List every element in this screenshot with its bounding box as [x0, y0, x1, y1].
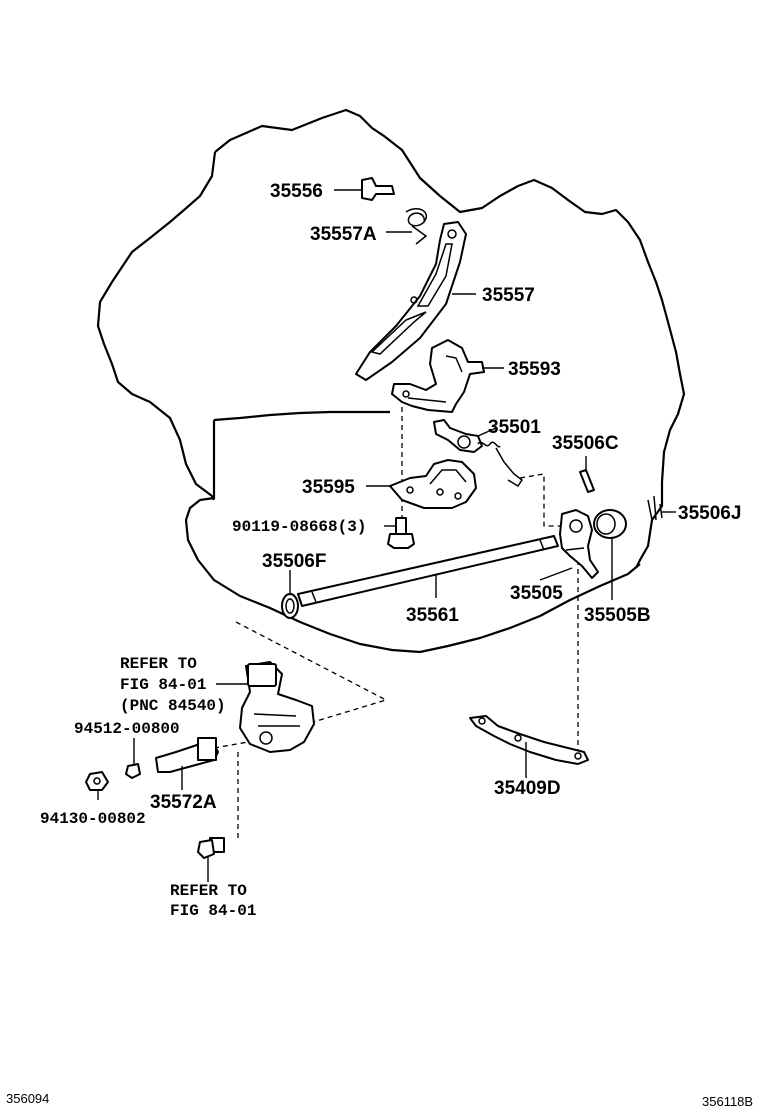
part-94130-nut[interactable]	[85, 771, 109, 791]
transmission-case-outline	[96, 108, 686, 654]
part-35557A-spring[interactable]	[405, 208, 428, 245]
label-35505: 35505	[510, 583, 563, 604]
label-35556: 35556	[270, 181, 323, 202]
label-94130: 94130-00802	[40, 810, 146, 828]
part-35505B-bushing[interactable]	[593, 509, 627, 539]
footer-left-code: 356094	[6, 1091, 49, 1106]
label-35593: 35593	[508, 359, 561, 380]
refer-top-line-3: (PNC 84540)	[120, 697, 226, 715]
label-35506J: 35506J	[678, 503, 741, 524]
refer-bottom-line-1: REFER TO	[170, 882, 247, 900]
label-35595: 35595	[302, 477, 355, 498]
label-35506C: 35506C	[552, 433, 619, 454]
refer-bottom-line-2: FIG 84-01	[170, 902, 256, 920]
refer-top-line-2: FIG 84-01	[120, 676, 206, 694]
label-35557: 35557	[482, 285, 535, 306]
label-35501: 35501	[488, 417, 541, 438]
bottom-bolt[interactable]	[197, 837, 225, 859]
label-35561: 35561	[406, 605, 459, 626]
footer-right-code: 356118B	[702, 1094, 753, 1109]
part-35506C-pin[interactable]	[579, 469, 595, 493]
part-35557-lever[interactable]	[355, 221, 467, 381]
part-35572A-connector[interactable]	[155, 737, 219, 773]
label-90119: 90119-08668(3)	[232, 518, 366, 536]
part-35506F-seal[interactable]	[281, 593, 299, 619]
label-94512: 94512-00800	[74, 720, 180, 738]
leader-lines	[97, 189, 676, 882]
label-35506F: 35506F	[262, 551, 326, 572]
part-35593-bracket[interactable]	[391, 339, 485, 413]
part-35506J-clip[interactable]	[647, 495, 663, 521]
dashed-alignment-lines	[213, 398, 579, 838]
refer-top-line-1: REFER TO	[120, 655, 197, 673]
label-35505B: 35505B	[584, 605, 651, 626]
part-90119-bolt[interactable]	[387, 517, 415, 549]
part-35556-pin[interactable]	[361, 177, 395, 201]
label-35409D: 35409D	[494, 778, 561, 799]
neutral-start-switch[interactable]	[239, 661, 315, 753]
part-35505-lever[interactable]	[559, 509, 599, 579]
part-35409D-bracket[interactable]	[469, 715, 589, 765]
label-35557A: 35557A	[310, 224, 377, 245]
part-35561-shaft[interactable]	[297, 535, 559, 607]
part-35501-rod[interactable]	[433, 419, 524, 488]
part-94512-washer[interactable]	[125, 763, 141, 779]
part-35595-plate[interactable]	[389, 459, 477, 509]
label-35572A: 35572A	[150, 792, 217, 813]
